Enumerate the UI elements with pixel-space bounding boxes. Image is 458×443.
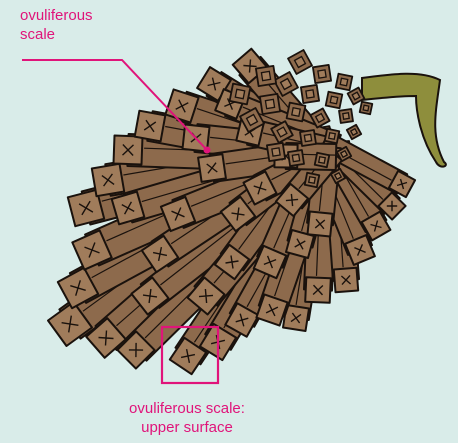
apex-scale-2 bbox=[313, 65, 331, 83]
apex-scale-11 bbox=[339, 109, 353, 123]
apex-scale-18 bbox=[315, 153, 330, 168]
apex-scale-23 bbox=[267, 143, 285, 161]
apex-scale-21 bbox=[230, 84, 251, 105]
upper-surface-label-line1: ovuliferous scale: bbox=[0, 399, 374, 418]
ovuliferous-scale-label-line1: ovuliferous bbox=[20, 6, 93, 25]
apex-scale-9 bbox=[287, 103, 306, 122]
apex-scale-24 bbox=[305, 173, 320, 188]
apex-scale-20 bbox=[256, 66, 276, 86]
ovuliferous-scale-label: ovuliferous scale bbox=[20, 6, 93, 44]
cone-scales bbox=[48, 49, 415, 375]
ovuliferous-scale-label-line2: scale bbox=[20, 25, 93, 44]
apex-scale-3 bbox=[336, 74, 353, 91]
apex-scale-5 bbox=[301, 85, 319, 103]
upper-surface-label-line2: upper surface bbox=[0, 418, 374, 437]
apex-scale-1 bbox=[288, 50, 312, 74]
upper-surface-label: ovuliferous scale: upper surface bbox=[0, 399, 374, 437]
apex-scale-17 bbox=[288, 150, 304, 166]
apex-scale-6 bbox=[326, 92, 343, 109]
apex-scale-16 bbox=[347, 125, 361, 139]
cone-stalk bbox=[362, 74, 446, 167]
apex-scale-12 bbox=[360, 102, 373, 115]
apex-scale-14 bbox=[300, 130, 316, 146]
label-leader-dot bbox=[204, 147, 211, 154]
apex-scale-8 bbox=[260, 94, 280, 114]
apex-scale-15 bbox=[325, 129, 340, 144]
